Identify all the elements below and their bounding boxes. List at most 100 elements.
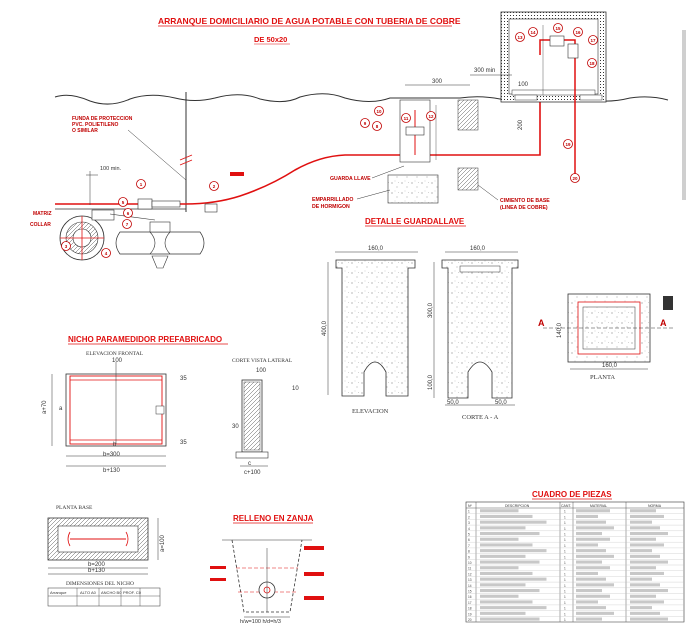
callout-9: 9 <box>360 118 370 128</box>
n-dim-100: 100 <box>112 358 123 364</box>
n-dim-b130: b+130 <box>103 468 121 474</box>
dimensiones-table <box>47 587 161 607</box>
g-dim-160b: 160,0 <box>470 246 486 252</box>
parts-row-text <box>480 577 547 581</box>
parts-row-number: 16 <box>468 595 472 599</box>
cimiento-leader <box>477 184 499 201</box>
parts-row-text <box>630 611 660 615</box>
parts-row-text <box>630 583 660 587</box>
watermark <box>682 30 686 200</box>
parts-row-text <box>576 617 602 621</box>
svg-text:7: 7 <box>126 222 129 227</box>
parts-row-text <box>630 617 668 621</box>
parts-row-text <box>576 566 610 570</box>
dim-table-h2: ALTO A0 <box>80 590 97 595</box>
guarda-llave-label: GUARDA LLAVE <box>330 176 371 182</box>
parts-row-text <box>630 520 652 524</box>
callout-10: 10 <box>374 106 384 116</box>
parts-row-text <box>480 509 519 513</box>
elevacion-caption: ELEVACION <box>352 408 389 415</box>
n-dim-b200: b=200 <box>88 562 106 568</box>
parts-row-number: 10 <box>468 561 472 565</box>
parts-row-text <box>576 554 614 558</box>
callout-18: 18 <box>587 58 597 68</box>
break-mark-1 <box>179 154 193 161</box>
n-dim-a100: a=100 <box>160 534 166 552</box>
parts-row-number: 20 <box>468 618 472 622</box>
svg-text:2: 2 <box>213 184 216 189</box>
collar-label: COLLAR <box>30 222 51 228</box>
parts-row-qty: 1 <box>564 612 566 616</box>
matriz-label: MATRIZ <box>33 211 52 217</box>
parts-row-text <box>576 520 606 524</box>
guard-corte-aa <box>433 251 519 406</box>
svg-text:5: 5 <box>122 200 125 205</box>
parts-row-number: 17 <box>468 601 472 605</box>
parts-row-text <box>576 526 614 530</box>
g-dim-140: 140,0 <box>557 322 563 338</box>
dim-200: 200 <box>518 119 524 130</box>
guardallave-title: DETALLE GUARDALLAVE <box>365 217 465 226</box>
svg-text:1: 1 <box>140 182 143 187</box>
g-dim-100: 100,0 <box>428 374 434 390</box>
parts-row-qty: 1 <box>564 567 566 571</box>
svg-text:12: 12 <box>428 114 434 119</box>
dim-table-h3: ANCHO B0 <box>101 590 122 595</box>
parts-row-text <box>480 611 526 615</box>
cimiento-label-2: (LINEA DE COBRE) <box>500 205 548 211</box>
break-mark-2 <box>179 159 193 166</box>
n-dim-b: b <box>113 442 117 448</box>
callout-4: 4 <box>101 248 111 258</box>
parts-row-text <box>630 537 656 541</box>
g-dim-400a: 400,0 <box>322 320 328 336</box>
corte-aa-caption: CORTE A - A <box>462 414 499 421</box>
parts-row-text <box>630 571 664 575</box>
emparrillado-label-2: DE HORMIGON <box>312 204 350 210</box>
parts-row-number: 12 <box>468 572 472 576</box>
corp-valve <box>137 198 218 213</box>
svg-text:8: 8 <box>376 124 379 129</box>
parts-row-text <box>630 594 656 598</box>
parts-row-qty: 1 <box>564 607 566 611</box>
parts-row-text <box>480 606 547 610</box>
parts-row-qty: 1 <box>564 515 566 519</box>
parts-h1: Nº <box>468 504 473 508</box>
parts-row-qty: 1 <box>564 533 566 537</box>
collar-detail <box>59 209 156 261</box>
callout-11: 11 <box>401 113 411 123</box>
parts-row-text <box>480 537 519 541</box>
parts-row-text <box>576 611 614 615</box>
parts-row-qty: 1 <box>564 595 566 599</box>
parts-row-number: 8 <box>468 550 470 554</box>
guard-elevation <box>327 251 418 397</box>
parts-row-text <box>480 560 540 564</box>
parts-row-text <box>480 532 540 536</box>
parts-row-text <box>630 589 668 593</box>
n-dim-a70: a+70 <box>42 400 48 414</box>
parts-row-qty: 1 <box>564 601 566 605</box>
parts-row-text <box>630 509 656 513</box>
parts-row-number: 15 <box>468 590 472 594</box>
parts-row-text <box>480 583 526 587</box>
parts-row-text <box>630 600 664 604</box>
callout-8: 8 <box>372 121 382 131</box>
nicho-lateral <box>235 379 269 467</box>
g-dim-50a: 50,0 <box>447 400 459 406</box>
parts-row-text <box>576 549 606 553</box>
parts-row-qty: 1 <box>564 527 566 531</box>
svg-text:14: 14 <box>530 30 536 35</box>
parts-row-text <box>480 617 540 621</box>
parts-row-text <box>630 566 656 570</box>
svg-text:6: 6 <box>127 211 130 216</box>
relleno-section <box>210 539 324 618</box>
parts-row-text <box>576 606 606 610</box>
svg-text:9: 9 <box>364 121 367 126</box>
dim-300min: 300 min <box>474 68 495 74</box>
parts-h5: NORMA <box>648 504 662 508</box>
parts-row-text <box>576 509 610 513</box>
g-dim-160c: 160,0 <box>602 363 618 369</box>
n-dim-c: c <box>248 461 251 467</box>
parts-row-text <box>630 514 664 518</box>
parts-row-text <box>480 526 526 530</box>
